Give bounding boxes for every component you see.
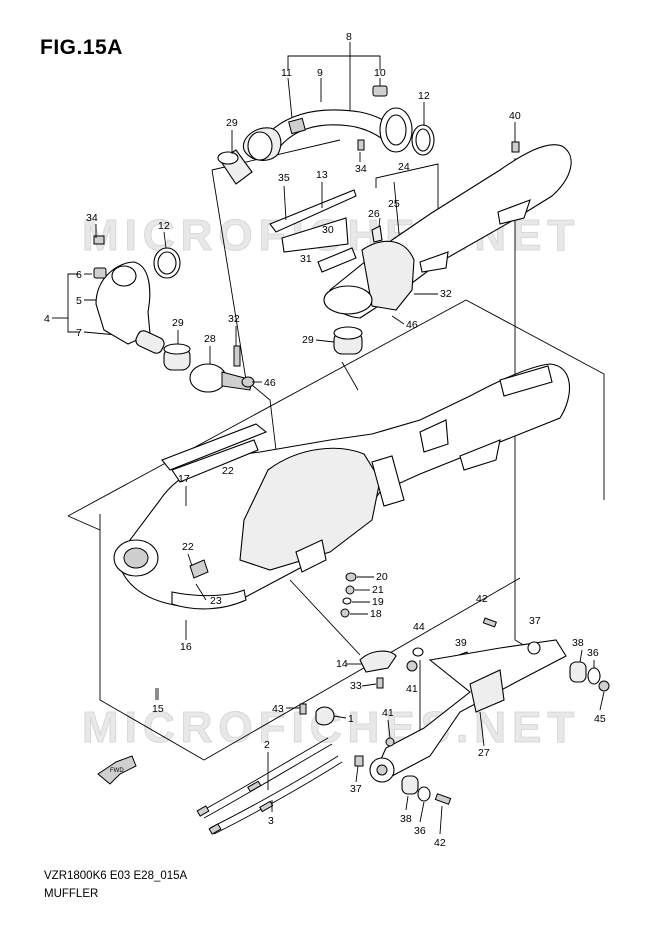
callout-1: 1 [348,713,354,725]
front-pipe-5 [93,235,181,354]
callout-41-top: 41 [406,683,418,695]
callout-46-mid: 46 [264,377,276,389]
callout-46-top: 46 [406,319,418,331]
callout-38-low: 38 [400,813,412,825]
callout-29-top: 29 [226,117,238,129]
callout-23: 23 [210,595,222,607]
upper-muffler [269,144,572,319]
bushings-right [569,661,610,692]
callout-32-mid: 32 [228,313,240,325]
callout-44: 44 [413,621,425,633]
callout-7: 7 [76,327,82,339]
callout-39: 39 [455,637,467,649]
callout-24: 24 [398,161,410,173]
callout-34-mid: 34 [86,212,98,224]
figure-name: MUFFLER [44,888,99,900]
callout-37-top: 37 [529,615,541,627]
callout-labels: 8 9 11 10 12 29 40 34 24 35 13 25 26 30 … [44,31,606,849]
callout-12-mid: 12 [158,220,170,232]
callout-18: 18 [370,608,382,620]
callout-28: 28 [204,333,216,345]
callout-21: 21 [372,584,384,596]
bolt-40 [511,141,520,153]
callout-4: 4 [44,313,50,325]
hardware-18-21 [340,572,357,618]
callout-29-lower: 29 [172,317,184,329]
lower-muffler [113,363,571,610]
cables-2-3 [196,737,343,835]
callout-15: 15 [152,703,164,715]
callout-8: 8 [346,31,352,43]
callout-3: 3 [268,815,274,827]
callout-20: 20 [376,571,388,583]
callout-45: 45 [594,713,606,725]
callout-17: 17 [178,473,190,485]
fwd-arrow-icon: FWD [97,755,137,785]
callout-36-right: 36 [587,647,599,659]
gasket-29-lower [163,343,191,371]
callout-10: 10 [374,67,386,79]
fig-title: FIG.15A [40,36,123,59]
callout-38-right: 38 [572,637,584,649]
callout-5: 5 [76,295,82,307]
nut-41-lower [385,737,395,747]
callout-13: 13 [316,169,328,181]
callout-27: 27 [478,747,490,759]
callout-35: 35 [278,172,290,184]
callout-19: 19 [372,596,384,608]
callout-30: 30 [322,224,334,236]
callout-41-low: 41 [382,707,394,719]
rear-bracket-27 [369,617,567,783]
callout-25: 25 [388,198,400,210]
clamp-10 [372,85,388,97]
callout-29-mid: 29 [302,334,314,346]
callout-42-top: 42 [476,593,488,605]
callout-37-low: 37 [350,783,362,795]
callout-40: 40 [509,110,521,122]
callout-26: 26 [368,208,380,220]
callout-33: 33 [350,680,362,692]
callout-2: 2 [264,739,270,751]
clamp-28 [189,345,255,393]
callout-22-low: 22 [182,541,194,553]
callout-31: 31 [300,253,312,265]
svg-text:FWD: FWD [110,768,124,774]
callout-36-low: 36 [414,825,426,837]
callout-34-top: 34 [355,163,367,175]
leader-lines [95,102,605,835]
gasket-29-mid [333,326,363,355]
callout-22-top: 22 [222,465,234,477]
callout-11: 11 [281,67,292,79]
gasket-29-top [217,149,253,185]
part-1-bolt-43 [299,703,335,726]
callout-42-low: 42 [434,837,446,849]
callout-14: 14 [336,658,348,670]
callout-16: 16 [180,641,192,653]
upper-pipe-9 [242,109,401,161]
bracket-lines [52,42,605,761]
callout-6: 6 [76,269,82,281]
callout-32-top: 32 [440,288,452,300]
model-code: VZR1800K6 E03 E28_015A [44,870,188,882]
flange-12-top [379,107,435,156]
bolt-34-top [357,139,365,151]
callout-9: 9 [317,67,323,79]
callout-12-top: 12 [418,90,430,102]
hardware-lower-rear [354,755,452,805]
callout-43: 43 [272,703,284,715]
